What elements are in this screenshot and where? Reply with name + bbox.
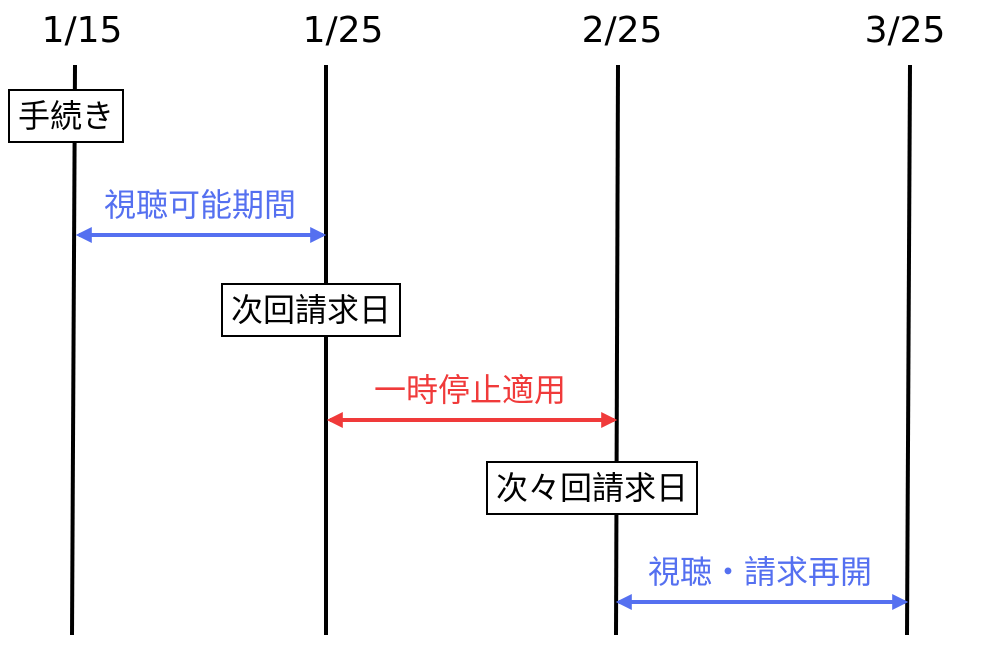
pause-period-label: 一時停止適用 (373, 371, 567, 409)
resume-label: 視聴・請求再開 (647, 553, 873, 591)
procedure-box: 手続き (8, 89, 125, 143)
following-billing-box: 次々回請求日 (486, 461, 699, 515)
next-billing-box: 次回請求日 (221, 283, 402, 337)
timeline-line-3 (614, 64, 620, 636)
date-label-1: 1/15 (41, 10, 123, 51)
date-label-3: 2/25 (581, 10, 663, 51)
date-label-2: 1/25 (302, 10, 384, 51)
viewable-period-label: 視聴可能期間 (103, 186, 297, 224)
date-label-4: 3/25 (864, 10, 946, 51)
timeline-line-1 (70, 64, 77, 636)
timeline-line-4 (905, 64, 912, 636)
